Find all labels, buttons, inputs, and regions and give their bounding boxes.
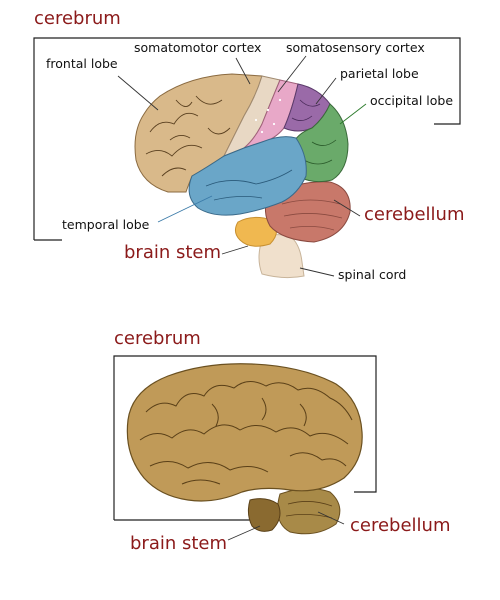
parietal-lobe-pointer	[315, 77, 337, 105]
temporal-lobe-pointer	[157, 195, 213, 223]
bottom-cerebrum-label: cerebrum	[114, 328, 201, 349]
bottom-brain-stem-label: brain stem	[130, 533, 228, 554]
brain-stem-pointer	[221, 245, 249, 255]
bottom-brain-stem-pointer	[227, 525, 261, 541]
top-brain-stem-label: brain stem	[124, 242, 222, 263]
spinal-cord-pointer	[299, 267, 335, 277]
top-cerebrum-bracket	[33, 37, 461, 240]
bottom-cerebellum-label: cerebellum	[350, 515, 451, 536]
frontal-lobe-label: frontal lobe	[46, 56, 118, 71]
somatomotor-pointer	[235, 57, 251, 85]
bottom-cerebrum-bracket	[113, 355, 377, 520]
real-brain-cerebellum	[277, 488, 341, 535]
top-cerebellum-label: cerebellum	[364, 204, 465, 225]
real-brain-stem	[247, 498, 281, 532]
somatomotor-cortex-label: somatomotor cortex	[134, 40, 262, 55]
temporal-lobe-shape	[188, 136, 307, 216]
top-cerebrum-label: cerebrum	[34, 8, 121, 29]
cerebellum-pointer	[333, 199, 361, 217]
somatosensory-cortex-label: somatosensory cortex	[286, 40, 425, 55]
parietal-lobe-label: parietal lobe	[340, 66, 419, 81]
brain-stem-shape	[234, 216, 277, 247]
occipital-lobe-label: occipital lobe	[370, 93, 454, 108]
occipital-lobe-pointer	[339, 103, 367, 125]
spinal-cord-label: spinal cord	[338, 267, 407, 282]
somatosensory-pointer	[277, 55, 307, 93]
bottom-cerebellum-pointer	[317, 511, 345, 525]
real-brain-cerebrum	[126, 363, 363, 502]
frontal-lobe-pointer	[117, 75, 159, 111]
temporal-lobe-label: temporal lobe	[62, 217, 150, 232]
